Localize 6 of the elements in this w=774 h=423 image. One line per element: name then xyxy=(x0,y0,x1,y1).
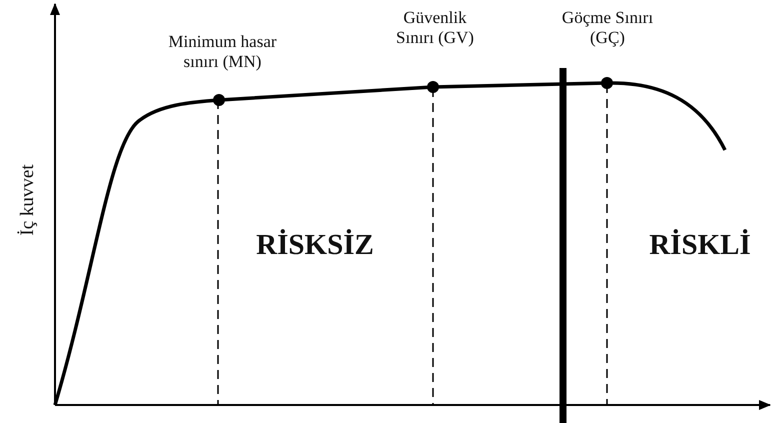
annotation-label: Minimum hasar sınırı (MN) xyxy=(167,32,278,72)
axis-label: İç kuvvet xyxy=(18,163,38,238)
region-label: RİSKSİZ xyxy=(255,228,375,262)
annotation-label: Güvenlik Sınırı (GV) xyxy=(395,8,475,48)
region-label: RİSKLİ xyxy=(648,228,752,262)
annotation-label: Göçme Sınırı (GÇ) xyxy=(560,8,654,48)
